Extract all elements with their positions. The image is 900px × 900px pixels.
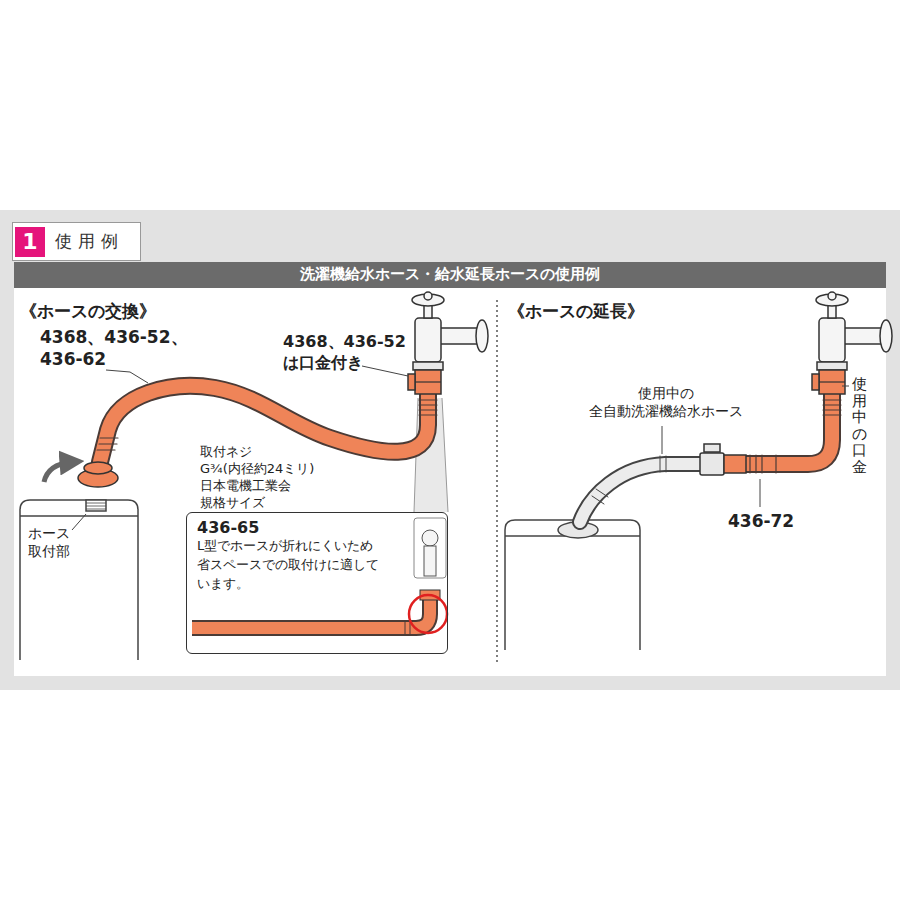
gray-panel: [0, 210, 900, 690]
leader-line: [72, 514, 86, 530]
leader-line: [362, 366, 408, 376]
faucet: [412, 292, 488, 362]
section-number: 1: [15, 227, 45, 257]
part-numbers: 4368、436-52、 436-62: [40, 326, 188, 370]
white-panel: [14, 262, 886, 676]
supply-hose: [97, 386, 437, 462]
coupler: [408, 362, 443, 394]
callout-illustration: [192, 518, 447, 635]
callout-box: 436-65L型でホースが折れにくいため 省スペースでの取付けに適して います。: [186, 512, 448, 654]
faucet: [816, 292, 892, 362]
part-note: 4368、436-52 は口金付き: [283, 332, 411, 374]
washing-machine: [505, 520, 640, 650]
hose-nut: [78, 462, 118, 487]
leader-line: [842, 386, 849, 387]
thread-note: 取付ネジ G¾(内径約24ミリ) 日本電機工業会 規格サイズ: [200, 444, 332, 512]
zoom-line: [442, 398, 448, 512]
extension-hose: [745, 394, 841, 473]
leader-line: [106, 370, 148, 383]
leader-line: [760, 479, 761, 507]
part-name: ホース 取付部: [28, 524, 88, 560]
callout-note: L型でホースが折れにくいため 省スペースでの取付けに適して います。: [197, 537, 409, 594]
section-subheading: 《ホースの交換》: [20, 300, 220, 322]
section-subheading: 《ホースの延長》: [508, 300, 708, 322]
part-name: 使用中の 全自動洗濯機給水ホース: [566, 384, 766, 420]
divider-line: [496, 300, 498, 665]
part-number: 436-72: [728, 510, 808, 532]
title-text: 洗濯機給水ホース・給水延長ホースの使用例: [14, 265, 886, 285]
part-name: 使用中の口金: [852, 376, 867, 475]
coupler: [812, 362, 847, 394]
leader-line: [662, 426, 663, 454]
section-tab: 1使用例: [12, 222, 141, 261]
washing-machine: [20, 500, 138, 660]
joint-coupler: [700, 444, 746, 475]
title-band: [14, 262, 886, 288]
part-number: 436-65: [197, 518, 437, 537]
washer-hose: [580, 456, 702, 522]
turn-arrow: [44, 462, 72, 482]
section-heading: 使用例: [45, 230, 138, 253]
